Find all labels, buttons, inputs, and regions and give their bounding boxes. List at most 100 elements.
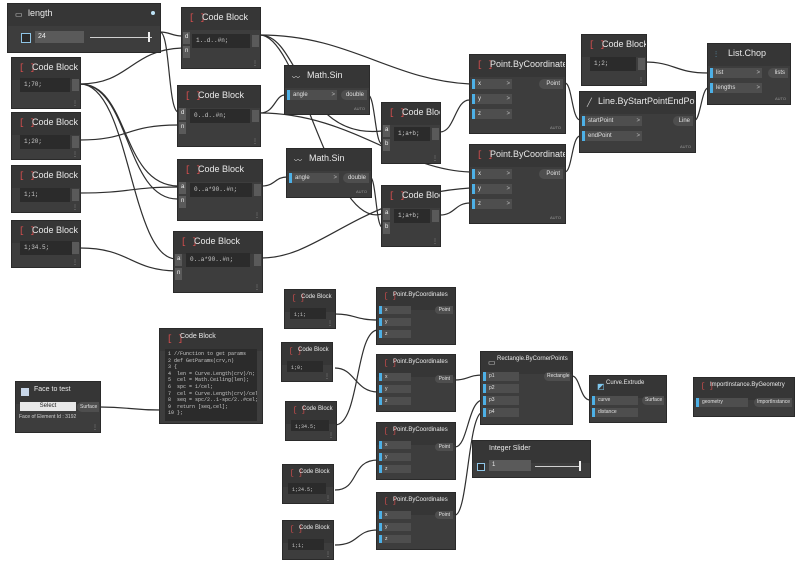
math-sin-node[interactable]: 〰 Math.Sin angle> double AUTO — [285, 66, 369, 114]
node-header[interactable] — [286, 402, 336, 424]
menu-dots-icon[interactable]: ⋮ — [432, 239, 438, 245]
node-header[interactable] — [16, 382, 100, 404]
output-port[interactable] — [72, 242, 79, 254]
output-port-surface[interactable]: Surface — [77, 402, 99, 412]
node-header[interactable] — [178, 160, 262, 182]
expand-icon[interactable] — [477, 463, 485, 471]
output-port-lists[interactable]: lists — [768, 68, 788, 78]
input-port-startpoint[interactable]: startPoint> — [582, 116, 642, 126]
code-editor[interactable]: 1;1; — [290, 308, 326, 319]
node-header[interactable] — [377, 493, 455, 515]
output-port[interactable] — [432, 210, 439, 222]
output-port-line[interactable]: Line — [673, 116, 693, 126]
slider-track[interactable] — [535, 466, 581, 467]
code-editor[interactable]: 1;70; — [20, 78, 70, 92]
input-port-z[interactable]: z — [379, 330, 411, 338]
menu-dots-icon[interactable]: ⋮ — [254, 213, 260, 219]
input-port-x[interactable]: x — [379, 373, 411, 381]
input-port-b[interactable]: b — [383, 222, 390, 234]
code-editor[interactable]: 0..a*90..#n; — [186, 253, 250, 267]
node-header[interactable] — [285, 66, 369, 88]
node-header[interactable] — [282, 343, 332, 365]
menu-dots-icon[interactable]: ⋮ — [324, 374, 330, 380]
input-port-y[interactable]: y> — [472, 94, 512, 104]
input-port-a[interactable]: a — [383, 208, 390, 220]
menu-dots-icon[interactable]: ⋮ — [72, 260, 78, 266]
menu-dots-icon[interactable]: ⋮ — [252, 139, 258, 145]
input-port-n[interactable]: n — [179, 122, 186, 134]
select-button[interactable]: Select — [20, 402, 76, 411]
input-port-curve[interactable]: curve — [592, 396, 638, 405]
code-block-node[interactable]: [ ] Code Block 1;1; ⋮ — [285, 290, 335, 328]
curve-extrude-node[interactable]: ◩ Curve.Extrude curve distance Surface — [590, 376, 666, 422]
rectangle-by-corner-points-node[interactable]: ▭ Rectangle.ByCornerPoints p1 p2 p3 p4 R… — [481, 352, 572, 424]
input-port-p4[interactable]: p4 — [483, 408, 519, 417]
input-port-y[interactable]: y — [379, 385, 411, 393]
output-port[interactable] — [72, 189, 79, 201]
input-port-n[interactable]: n — [183, 46, 190, 58]
code-block-node[interactable]: [ ] Code Block 1;20; ⋮ — [12, 113, 80, 159]
input-port-a[interactable]: a — [383, 125, 390, 137]
node-header[interactable] — [473, 441, 590, 463]
node-header[interactable] — [382, 103, 440, 125]
code-editor[interactable]: 1;20; — [20, 135, 70, 149]
input-port-list[interactable]: list> — [710, 68, 762, 78]
output-port[interactable] — [72, 79, 79, 91]
menu-dots-icon[interactable]: ⋮ — [72, 205, 78, 211]
node-header[interactable] — [694, 378, 794, 400]
code-block-node[interactable]: [ ] Code Block a n 0..a*90..#n; ⋮ — [174, 232, 262, 292]
output-port[interactable] — [638, 58, 645, 70]
menu-dots-icon[interactable]: ⋮ — [72, 152, 78, 158]
node-header[interactable] — [160, 329, 262, 351]
code-block-node[interactable]: [ ] Code Block 1;34.5; ⋮ — [12, 221, 80, 267]
expand-icon[interactable] — [21, 33, 31, 43]
input-port-z[interactable]: z> — [472, 199, 512, 209]
node-header[interactable] — [708, 44, 790, 66]
menu-dots-icon[interactable]: ⋮ — [72, 101, 78, 107]
code-editor[interactable]: 1;24.5; — [288, 483, 326, 494]
input-port-n[interactable]: n — [175, 268, 182, 280]
node-header[interactable] — [470, 55, 565, 77]
output-port-point[interactable]: Point — [435, 306, 453, 314]
point-by-coordinates-node[interactable]: [ ] Point.ByCoordinates x y z Point — [377, 355, 455, 411]
node-header[interactable] — [283, 465, 333, 487]
code-block-node[interactable]: [ ] Code Block 1 //Function to get param… — [160, 329, 262, 423]
output-port-double[interactable]: double — [341, 90, 367, 100]
input-port-a[interactable]: a — [179, 182, 186, 194]
input-port-p2[interactable]: p2 — [483, 384, 519, 393]
node-header[interactable] — [8, 4, 160, 26]
code-editor[interactable]: 1;2; — [590, 57, 636, 71]
code-editor[interactable]: 1;34.5; — [20, 241, 72, 255]
code-block-node[interactable]: [ ] Code Block 1;2; ⋮ — [582, 35, 646, 85]
input-port-z[interactable]: z> — [472, 109, 512, 119]
output-port-point[interactable]: Point — [539, 169, 563, 179]
output-port-importinstance[interactable]: ImportInstance — [754, 398, 792, 407]
node-header[interactable] — [283, 521, 333, 543]
menu-dots-icon[interactable]: ⋮ — [432, 156, 438, 162]
output-port-point[interactable]: Point — [435, 443, 453, 451]
node-header[interactable] — [174, 232, 262, 254]
point-by-coordinates-node[interactable]: [ ] Point.ByCoordinates x y z Point — [377, 493, 455, 549]
code-block-node[interactable]: [ ] Code Block 1;1; ⋮ — [12, 166, 80, 212]
input-port-y[interactable]: y — [379, 453, 411, 461]
node-header[interactable] — [287, 149, 371, 171]
code-editor[interactable]: 1;a+b; — [394, 209, 430, 223]
output-port[interactable] — [432, 128, 439, 140]
input-port-angle[interactable]: angle> — [289, 173, 339, 183]
face-to-test-node[interactable]: Face to test Select Surface Face of Elem… — [16, 382, 100, 432]
input-port-d[interactable]: d — [183, 32, 190, 44]
integer-slider-node[interactable]: Integer Slider 1 — [473, 441, 590, 477]
node-header[interactable] — [481, 352, 572, 374]
code-editor[interactable]: 1;1; — [20, 188, 70, 202]
code-block-node[interactable]: [ ] Code Block a b 1;a+b; ⋮ — [382, 186, 440, 246]
node-header[interactable] — [377, 355, 455, 377]
input-port-b[interactable]: b — [383, 139, 390, 151]
menu-dots-icon[interactable]: ⋮ — [638, 78, 644, 84]
node-header[interactable] — [590, 376, 666, 398]
input-port-x[interactable]: x — [379, 441, 411, 449]
slider-thumb[interactable] — [579, 461, 581, 471]
math-sin-node[interactable]: 〰 Math.Sin angle> double AUTO — [287, 149, 371, 197]
node-header[interactable] — [377, 423, 455, 445]
input-port-x[interactable]: x> — [472, 79, 512, 89]
node-header[interactable] — [382, 186, 440, 208]
